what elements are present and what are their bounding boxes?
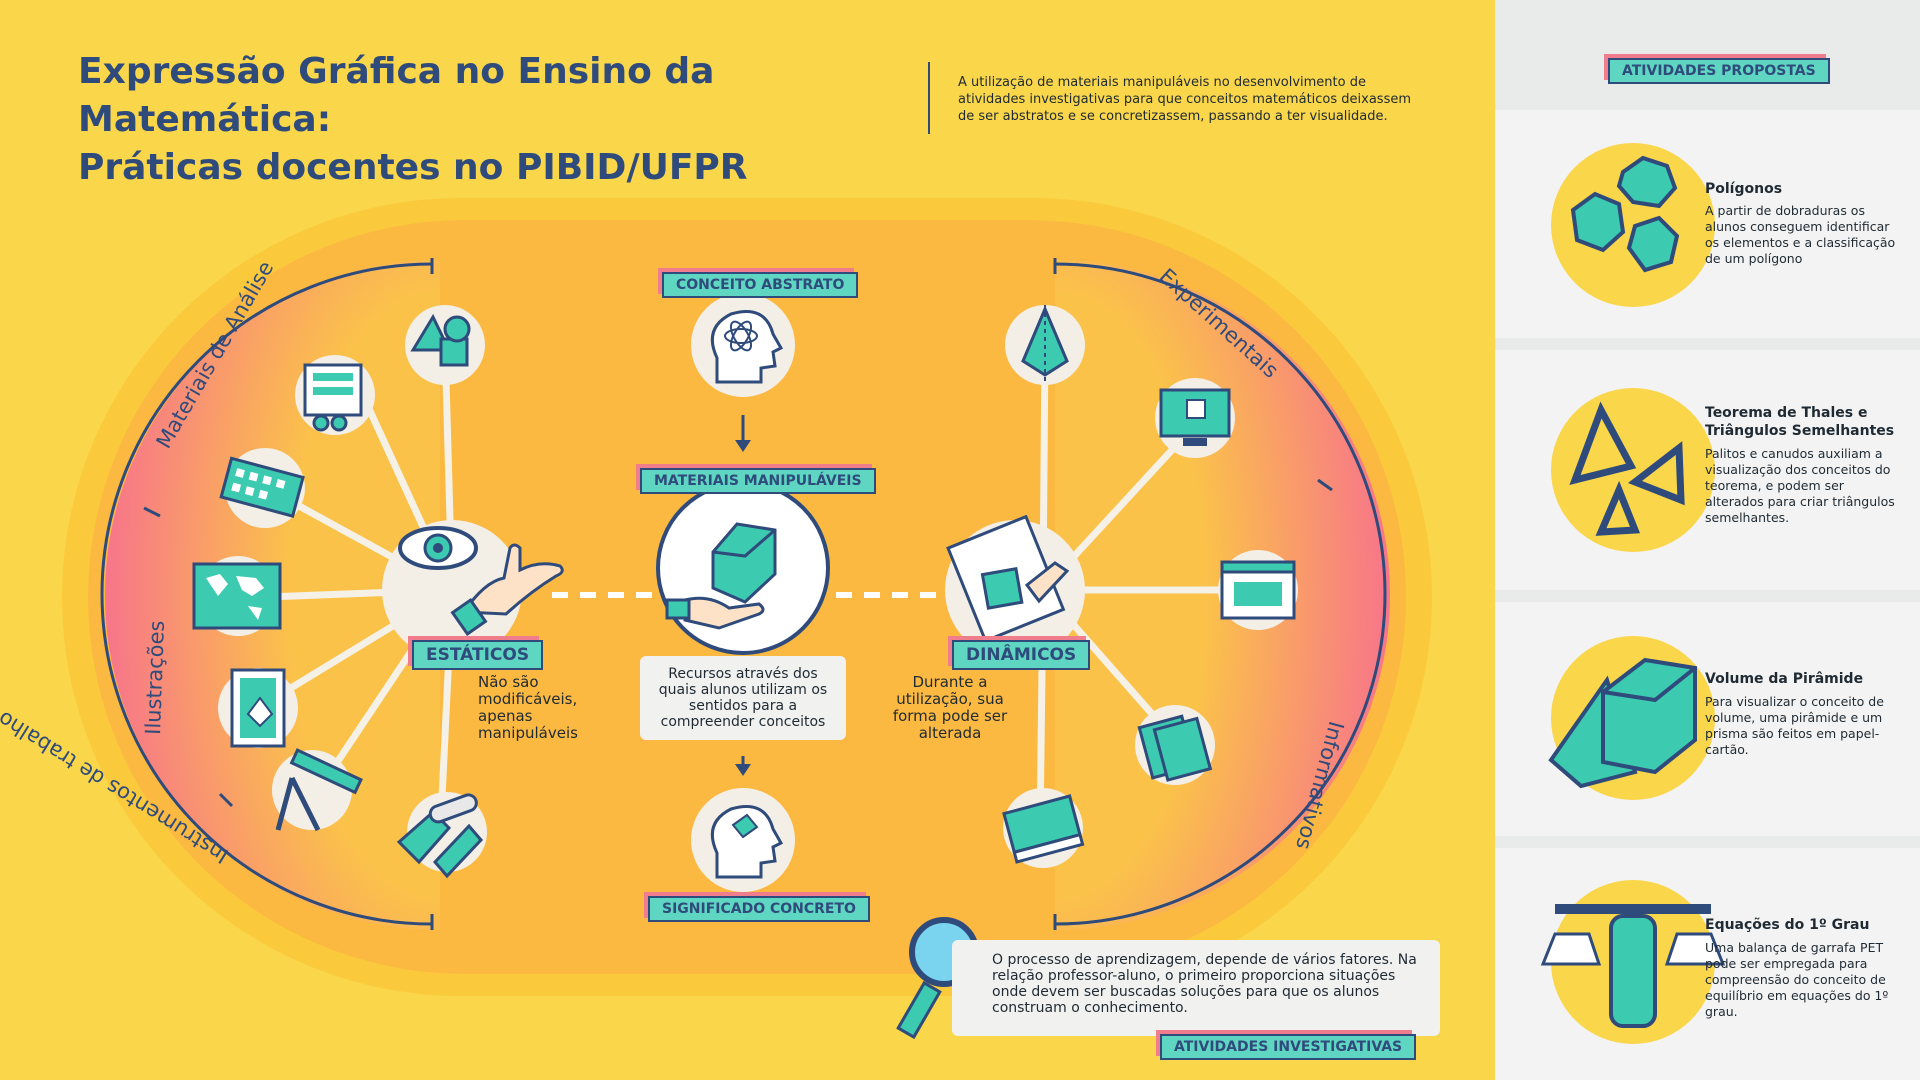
page-title: Expressão Gráfica no Ensino da Matemátic…	[78, 48, 918, 192]
header-divider	[928, 62, 930, 134]
hand-cube-icon	[665, 522, 777, 630]
compass-ruler-icon	[275, 748, 363, 832]
pyramid-prism-icon	[1548, 657, 1697, 789]
activity-3-title: Volume da Pirâmide	[1705, 671, 1864, 687]
activity-3-desc: Para visualizar o conceito de volume, um…	[1705, 694, 1884, 757]
tag-investigative: ATIVIDADES INVESTIGATIVAS	[1160, 1034, 1417, 1060]
title-line-2: Práticas docentes no PIBID/UFPR	[78, 147, 748, 188]
left-arc	[100, 262, 433, 926]
diagram-canvas: Materiais de Análise Ilustrações Instrum…	[0, 198, 1432, 1040]
geometry-card-icon	[230, 668, 286, 748]
activity-4-title: Equações do 1º Grau	[1705, 917, 1870, 933]
abacus-icon	[219, 456, 305, 518]
documents-icon	[1137, 714, 1213, 782]
open-hand-icon	[450, 543, 564, 637]
tag-estaticos: ESTÁTICOS	[412, 640, 544, 670]
sidebar-icons	[1540, 143, 1726, 1044]
title-line-1: Expressão Gráfica no Ensino da Matemátic…	[78, 51, 715, 140]
tag-concrete-meaning: SIGNIFICADO CONCRETO	[648, 896, 870, 922]
right-arc	[1054, 262, 1387, 926]
tag-abstract-concept: CONCEITO ABSTRATO	[662, 272, 859, 298]
drawing-paper-icon	[946, 514, 1070, 643]
browser-window-icon	[1220, 560, 1296, 620]
computer-cube-icon	[1159, 388, 1231, 446]
balance-icon	[1540, 904, 1726, 1028]
head-atom-icon	[710, 310, 784, 384]
tag-dinamicos: DINÂMICOS	[952, 640, 1091, 670]
folded-cone-icon	[1021, 305, 1069, 385]
cube-pyramid-icon	[410, 313, 471, 367]
investigative-text: O processo de aprendizagem, depende de v…	[952, 940, 1440, 1036]
dinamicos-desc: Durante a utilização, sua forma pode ser…	[892, 673, 1008, 742]
paper-roll-icon	[396, 793, 484, 879]
arc-label-ilustracoes: Ilustrações	[141, 620, 169, 735]
eye-icon	[398, 526, 478, 570]
activity-2-title: Teorema de Thales e Triângulos Semelhant…	[1705, 405, 1895, 439]
head-cube-icon	[710, 805, 784, 879]
tag-manipulatives: MATERIAIS MANIPULÁVEIS	[640, 468, 876, 494]
sidebar-header: ATIVIDADES PROPOSTAS	[1608, 58, 1830, 84]
triangles-icon	[1569, 401, 1685, 536]
intro-text: A utilização de materiais manipuláveis n…	[958, 75, 1412, 124]
board-game-icon	[303, 363, 363, 432]
activity-2-desc: Palitos e canudos auxiliam a visualizaçã…	[1705, 446, 1895, 525]
manipulatives-desc: Recursos através dos quais alunos utiliz…	[640, 656, 846, 740]
polygons-icon	[1570, 155, 1680, 273]
activity-4-desc: Uma balança de garrafa PET pode ser empr…	[1705, 940, 1889, 1019]
book-icon	[1002, 794, 1085, 864]
activity-1-desc: A partir de dobraduras os alunos consegu…	[1705, 203, 1896, 266]
activity-1-title: Polígonos	[1705, 181, 1783, 197]
estaticos-desc: Não são modificáveis, apenas manipulávei…	[478, 673, 578, 742]
world-map-icon	[192, 562, 282, 630]
